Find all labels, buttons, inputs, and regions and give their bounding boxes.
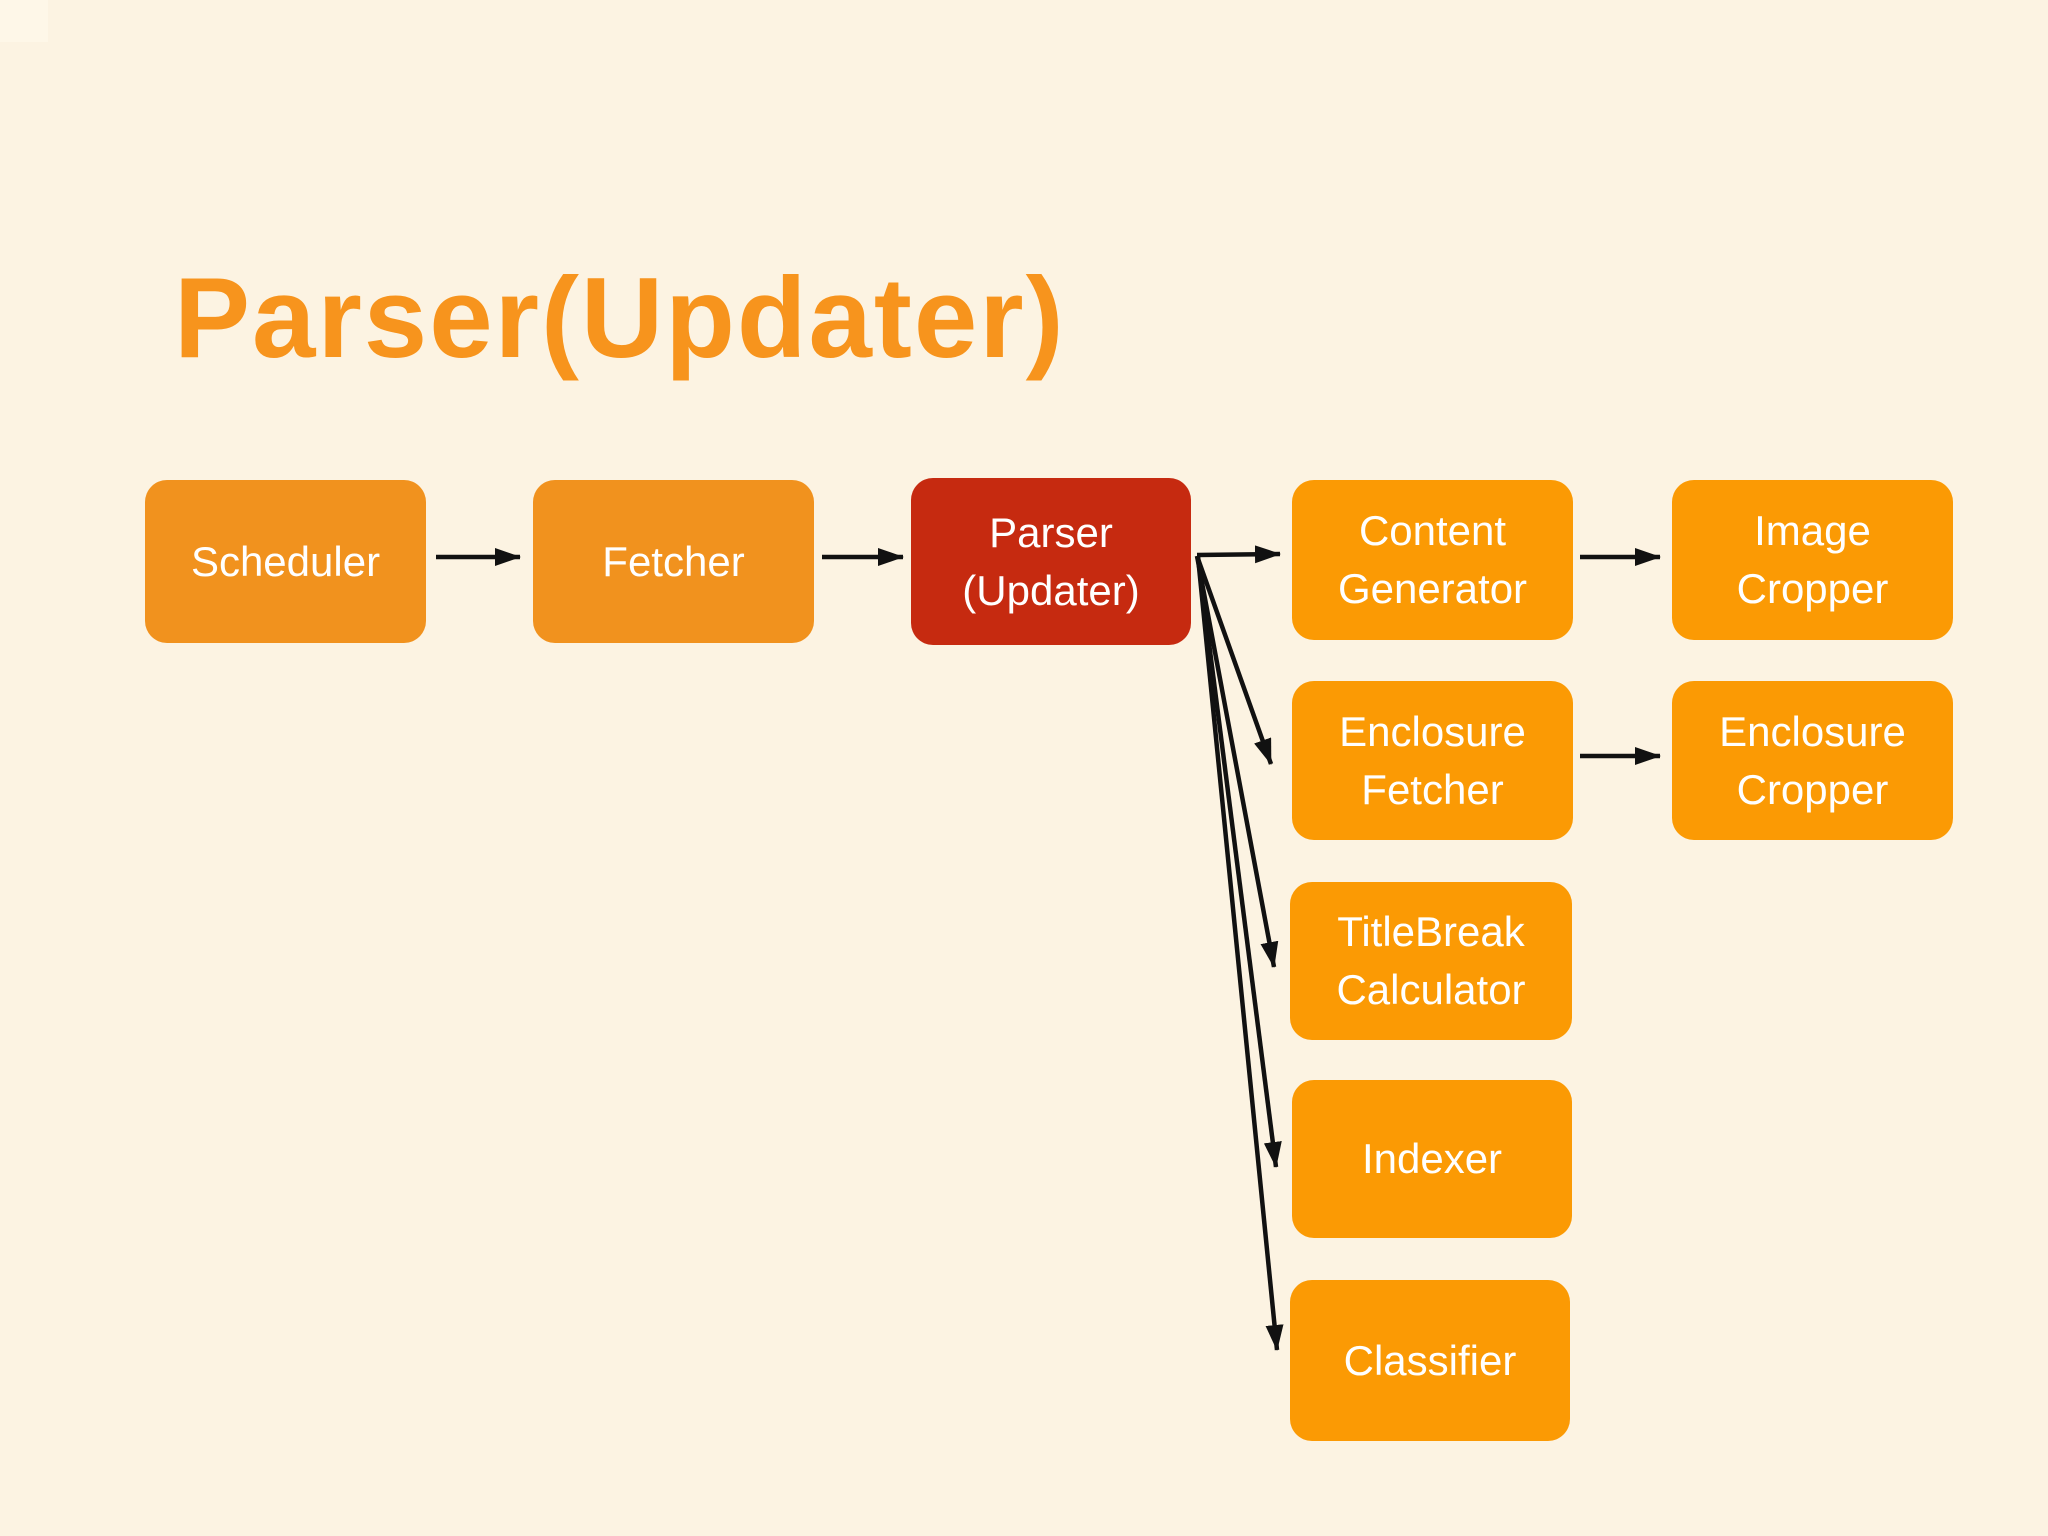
arrow-parser-classifier	[1195, 556, 1284, 1351]
corner-patch	[0, 0, 48, 42]
node-classifier: Classifier	[1290, 1280, 1570, 1441]
node-content-generator-label: Content Generator	[1337, 507, 1528, 612]
node-fetcher: Fetcher	[533, 480, 814, 643]
node-enclosure-fetcher-label: Enclosure Fetcher	[1339, 707, 1526, 813]
node-scheduler-label: Scheduler	[190, 537, 381, 585]
arrow-parser-indexer	[1195, 556, 1282, 1168]
node-titlebreak-calculator-label: TitleBreak Calculator	[1336, 908, 1526, 1013]
node-titlebreak-calculator: TitleBreak Calculator	[1290, 882, 1572, 1040]
node-image-cropper: Image Cropper	[1672, 480, 1953, 640]
node-enclosure-fetcher: Enclosure Fetcher	[1292, 681, 1573, 840]
node-image-cropper-label: Image Cropper	[1736, 507, 1889, 612]
node-scheduler: Scheduler	[145, 480, 426, 643]
node-indexer-label: Indexer	[1361, 1135, 1503, 1183]
node-parser-updater-label: Parser (Updater)	[962, 508, 1140, 614]
node-enclosure-cropper: Enclosure Cropper	[1672, 681, 1953, 840]
node-enclosure-cropper-label: Enclosure Cropper	[1719, 707, 1906, 813]
node-indexer: Indexer	[1292, 1080, 1572, 1238]
node-parser-updater: Parser (Updater)	[911, 478, 1191, 645]
node-fetcher-label: Fetcher	[602, 537, 745, 585]
arrow-parser-content-generator	[1196, 545, 1281, 564]
node-content-generator: Content Generator	[1292, 480, 1573, 640]
slide-title: Parser(Updater)	[174, 255, 1066, 383]
node-classifier-label: Classifier	[1343, 1336, 1517, 1384]
arrow-parser-enclosure-fetcher	[1194, 555, 1274, 765]
arrow-parser-titlebreak	[1194, 555, 1279, 968]
